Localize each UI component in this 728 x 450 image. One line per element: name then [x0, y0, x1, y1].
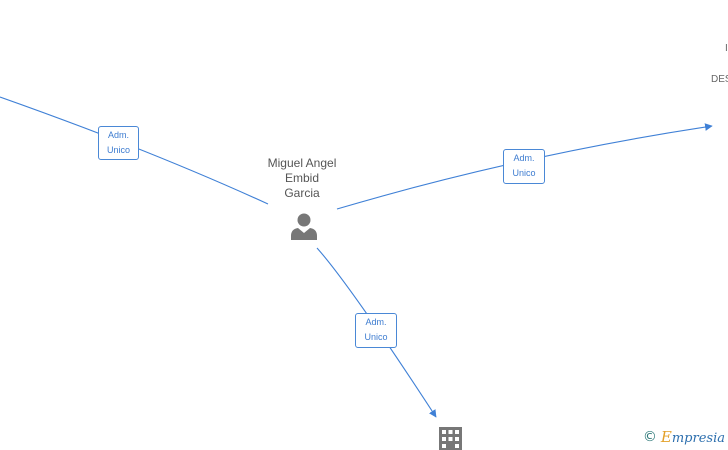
person-icon[interactable] [291, 213, 317, 241]
person-name-line-3: Garcia [284, 186, 320, 200]
copyright-icon: © [642, 429, 657, 445]
edge-label-right-line-2: Unico [512, 168, 536, 178]
person-name-line-1: Miguel Angel [267, 156, 337, 170]
edge-label-bottom-line-2: Unico [364, 332, 388, 342]
edge-label-right-line-1: Adm. [513, 153, 535, 163]
brand-logo: Empresia [661, 428, 725, 446]
brand-logo-initial: E [660, 428, 672, 446]
edge-label-bottom-line-1: Adm. [365, 317, 387, 327]
footer-brand: © Empresia [643, 428, 725, 446]
person-name-label[interactable]: Miguel Angel Embid Garcia [252, 156, 352, 201]
clipped-company-label-line-1: I [725, 43, 728, 54]
person-name-line-2: Embid [284, 171, 319, 185]
building-icon[interactable] [439, 427, 462, 450]
edge-line-left [0, 96, 269, 205]
edge-label-left-line-2: Unico [106, 145, 130, 155]
edge-label-right[interactable]: Adm. Unico [503, 149, 545, 184]
edge-line-down [316, 247, 437, 418]
edge-label-left[interactable]: Adm. Unico [98, 126, 139, 160]
edge-label-bottom[interactable]: Adm. Unico [355, 313, 397, 348]
edge-label-left-line-1: Adm. [107, 130, 129, 140]
clipped-company-label-line-2: DES [711, 74, 728, 85]
brand-logo-text: mpresia [671, 431, 725, 446]
